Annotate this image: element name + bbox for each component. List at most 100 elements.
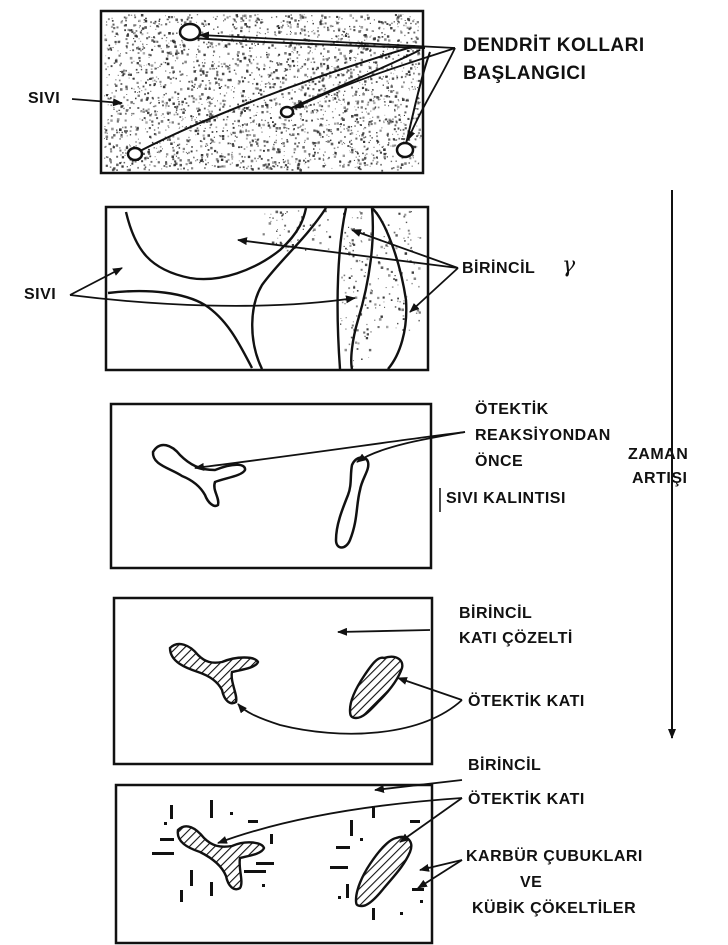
speckle-dot [166, 40, 167, 41]
speckle-dot [258, 68, 260, 70]
speckle-dot [119, 147, 120, 148]
speckle-dot [187, 169, 189, 171]
speckle-dot [353, 250, 355, 252]
speckle-dot [154, 129, 155, 130]
speckle-dot [295, 158, 297, 160]
speckle-dot [386, 95, 388, 97]
speckle-dot [276, 127, 279, 130]
speckle-dot [316, 112, 317, 113]
speckle-dot [175, 43, 176, 44]
speckle-dot [168, 99, 171, 102]
speckle-dot [340, 52, 343, 55]
speckle-dot [276, 135, 277, 136]
speckle-dot [308, 105, 310, 107]
speckle-dot [408, 237, 409, 238]
speckle-dot [156, 148, 157, 149]
speckle-dot [116, 144, 118, 146]
speckle-dot [354, 57, 355, 58]
speckle-dot [403, 81, 405, 83]
speckle-dot [407, 27, 409, 29]
speckle-dot [176, 146, 177, 147]
speckle-dot [381, 78, 383, 80]
speckle-dot [165, 62, 166, 63]
speckle-dot [156, 117, 158, 119]
speckle-dot [397, 21, 399, 23]
speckle-dot [199, 162, 200, 163]
speckle-dot [339, 82, 341, 84]
speckle-dot [141, 69, 142, 70]
speckle-dot [260, 21, 262, 23]
speckle-dot [131, 113, 133, 115]
speckle-dot [143, 47, 145, 49]
speckle-dot [371, 69, 372, 70]
speckle-dot [418, 320, 420, 322]
speckle-dot [400, 30, 401, 31]
speckle-dot [119, 80, 121, 82]
speckle-dot [295, 137, 297, 139]
speckle-dot [187, 53, 189, 55]
speckle-dot [285, 75, 287, 77]
speckle-dot [281, 93, 283, 95]
speckle-dot [364, 146, 366, 148]
speckle-dot [181, 52, 183, 54]
speckle-dot [367, 71, 368, 72]
speckle-dot [351, 151, 353, 153]
speckle-dot [174, 160, 176, 162]
speckle-dot [226, 93, 227, 94]
speckle-dot [390, 72, 392, 74]
speckle-dot [271, 72, 273, 74]
speckle-dot [225, 44, 228, 47]
speckle-dot [355, 91, 357, 93]
speckle-dot [358, 41, 359, 42]
speckle-dot [343, 95, 344, 96]
speckle-dot [246, 138, 248, 140]
speckle-dot [286, 139, 288, 141]
speckle-dot [343, 142, 344, 143]
speckle-dot [319, 149, 320, 150]
speckle-dot [371, 290, 372, 291]
speckle-dot [179, 116, 181, 118]
speckle-dot [308, 153, 310, 155]
speckle-dot [195, 78, 197, 80]
speckle-dot [212, 131, 214, 133]
speckle-dot [300, 118, 301, 119]
speckle-dot [196, 54, 197, 55]
speckle-dot [200, 120, 201, 121]
speckle-dot [415, 63, 417, 65]
speckle-dot [214, 142, 215, 143]
speckle-dot [291, 156, 293, 158]
speckle-dot [105, 68, 107, 70]
speckle-dot [310, 224, 312, 226]
speckle-dot [249, 109, 251, 111]
speckle-dot [149, 127, 151, 129]
speckle-dot [341, 318, 342, 319]
speckle-dot [181, 101, 184, 104]
speckle-dot [302, 146, 305, 149]
speckle-dot [397, 79, 398, 80]
speckle-dot [398, 26, 399, 27]
speckle-dot [128, 74, 130, 76]
speckle-dot [287, 250, 289, 252]
speckle-dot [188, 140, 190, 142]
speckle-dot [351, 126, 352, 127]
speckle-dot [396, 131, 397, 132]
speckle-dot [242, 160, 244, 162]
speckle-dot [112, 92, 113, 93]
speckle-dot [286, 45, 288, 47]
speckle-dot [353, 291, 354, 292]
speckle-dot [269, 86, 271, 88]
speckle-dot [236, 43, 238, 45]
speckle-dot [374, 96, 376, 98]
speckle-dot [388, 274, 391, 277]
speckle-dot [202, 80, 204, 82]
speckle-dot [417, 309, 420, 312]
speckle-dot [298, 20, 299, 21]
speckle-dot [325, 165, 326, 166]
speckle-dot [130, 145, 131, 146]
speckle-dot [130, 57, 133, 60]
speckle-dot [359, 82, 360, 83]
speckle-dot [366, 153, 368, 155]
speckle-dot [321, 88, 323, 90]
speckle-dot [361, 240, 362, 241]
speckle-dot [419, 237, 421, 239]
